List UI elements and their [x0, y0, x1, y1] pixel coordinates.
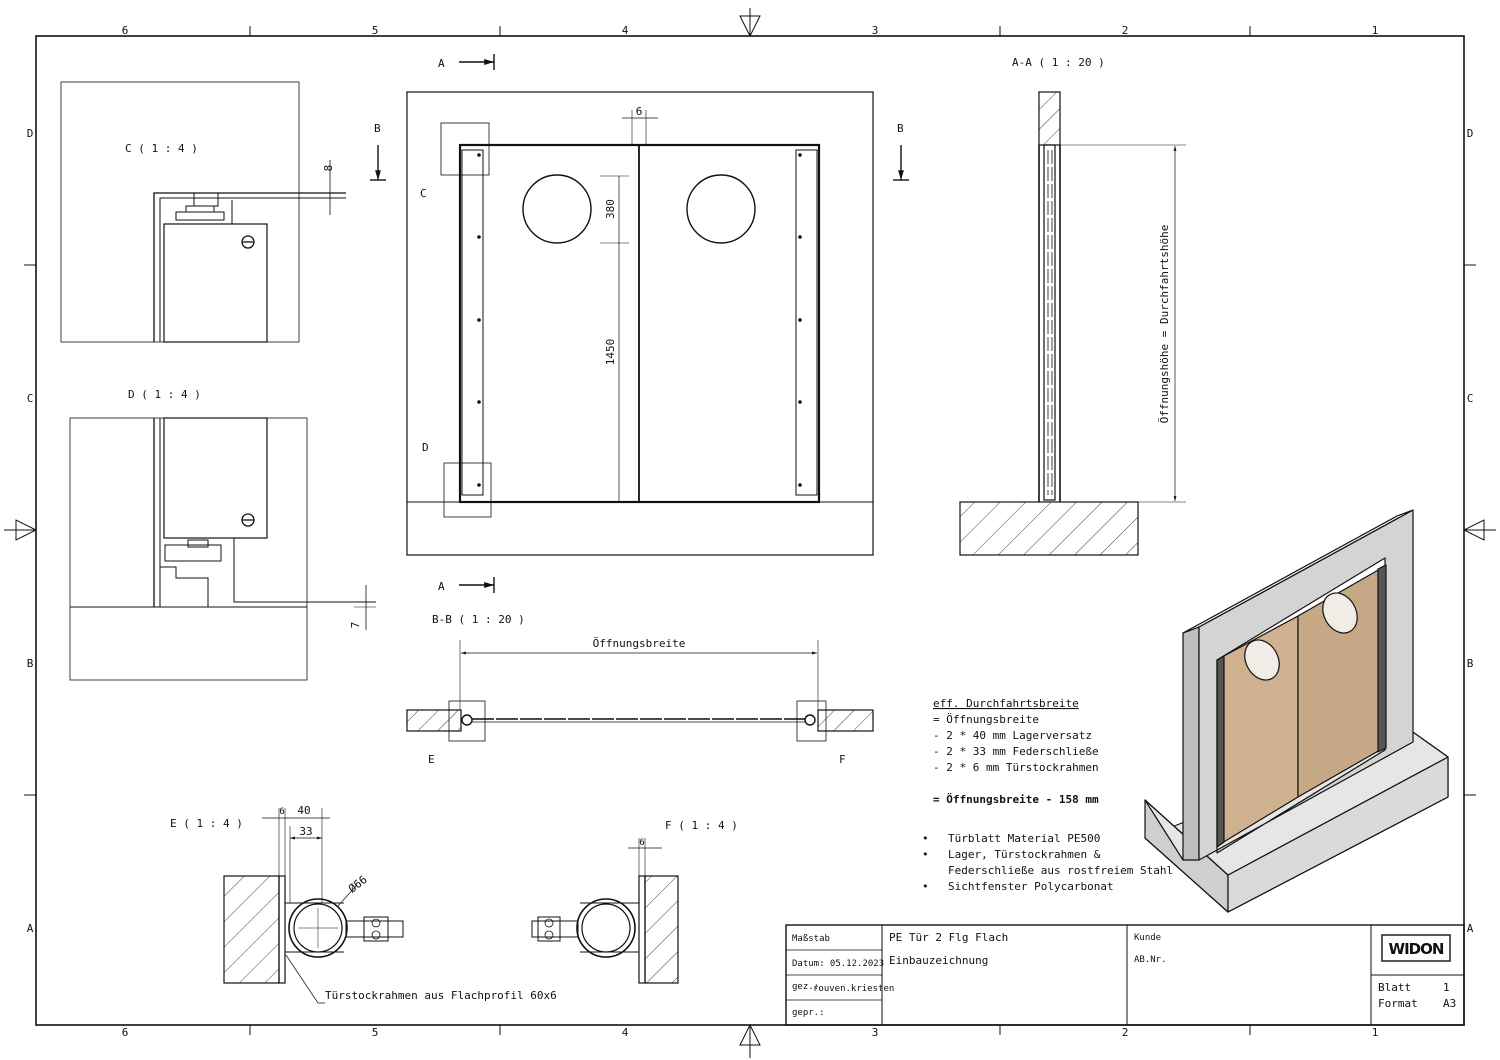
col-label: 2: [1122, 24, 1129, 37]
notes-result: = Öffnungsbreite - 158 mm: [933, 792, 1099, 806]
section-markers: [370, 54, 909, 593]
marker-a-top: A: [438, 57, 445, 70]
dim-window: 380: [604, 199, 617, 219]
notes-line: = Öffnungsbreite: [933, 713, 1039, 726]
col-label: 4: [622, 1026, 629, 1039]
detail-f-title: F ( 1 : 4 ): [665, 819, 738, 832]
dim-opening-height: Öffnungshöhe = Durchfahrtshöhe: [1158, 225, 1171, 424]
col-label: 1: [1372, 1026, 1379, 1039]
bullet-glyph: •: [922, 832, 929, 845]
col-label: 2: [1122, 1026, 1129, 1039]
col-label: 5: [372, 24, 379, 37]
front-view-bolts: [477, 153, 802, 487]
row-label: A: [1467, 922, 1474, 935]
dim-window-height: 1450: [604, 339, 617, 366]
notes-line: - 2 * 40 mm Lagerversatz: [933, 729, 1092, 742]
tb-sheet-label: Blatt: [1378, 981, 1411, 994]
dim-e-40: 40: [297, 804, 310, 817]
dim-e-diameter: Ø66: [346, 873, 370, 895]
row-label: D: [1467, 127, 1474, 140]
bullet-glyph: •: [922, 880, 929, 893]
dim-opening-width: Öffnungsbreite: [593, 637, 686, 650]
tb-drawn-label: gez.:: [792, 982, 819, 992]
tb-format-label: Format: [1378, 997, 1418, 1010]
notes-bullet: Lager, Türstockrahmen &: [948, 848, 1101, 861]
dim-e-33: 33: [299, 825, 312, 838]
notes-bullet: Sichtfenster Polycarbonat: [948, 880, 1114, 893]
company-logo: WIDON: [1381, 934, 1451, 962]
section-aa-view: [959, 91, 1186, 556]
tb-format-value: A3: [1443, 997, 1456, 1010]
notes-bullet: Türblatt Material PE500: [948, 832, 1100, 845]
row-label: A: [27, 922, 34, 935]
drawing-frame: [4, 8, 1496, 1058]
detail-f-view: [531, 838, 679, 984]
callout-e: E: [428, 753, 435, 766]
grid-column-labels: 6 5 4 3 2 1 6 5 4 3 2 1: [122, 24, 1379, 1039]
dim-frame-top: 6: [636, 105, 643, 118]
detail-c-view: [60, 81, 346, 343]
col-label: 5: [372, 1026, 379, 1039]
row-label: B: [27, 657, 34, 670]
col-label: 3: [872, 24, 879, 37]
front-view: [406, 91, 874, 556]
tb-subtitle: Einbauzeichnung: [889, 954, 988, 967]
callout-d: D: [422, 441, 429, 454]
detail-e-view: [223, 808, 404, 1004]
notes-line: - 2 * 6 mm Türstockrahmen: [933, 761, 1099, 774]
notes-bullet: Federschließe aus rostfreiem Stahl: [948, 864, 1173, 877]
notes-heading: eff. Durchfahrtsbreite: [933, 697, 1079, 710]
detail-e-title: E ( 1 : 4 ): [170, 817, 243, 830]
dim-d-gap: 7: [349, 622, 362, 629]
tb-title: PE Tür 2 Flg Flach: [889, 931, 1008, 944]
callout-c: C: [420, 187, 427, 200]
notes-line: - 2 * 33 mm Federschließe: [933, 745, 1099, 758]
tb-scale-label: Maßstab: [792, 934, 830, 944]
marker-a-bottom: A: [438, 580, 445, 593]
dim-c-gap: 8: [322, 165, 335, 172]
section-aa-title: A-A ( 1 : 20 ): [1012, 56, 1105, 69]
col-label: 3: [872, 1026, 879, 1039]
tb-customer: Kunde: [1134, 933, 1161, 943]
detail-d-view: [69, 417, 376, 681]
title-block: [785, 924, 1465, 1026]
row-label: B: [1467, 657, 1474, 670]
section-bb-view: [406, 640, 874, 742]
grid-row-labels: D C B A D C B A: [27, 127, 1474, 935]
row-label: D: [27, 127, 34, 140]
col-label: 6: [122, 1026, 129, 1039]
dim-f-6: 6: [639, 838, 644, 848]
tb-sheet-value: 1: [1443, 981, 1450, 994]
section-bb-title: B-B ( 1 : 20 ): [432, 613, 525, 626]
col-label: 6: [122, 24, 129, 37]
bullet-glyph: •: [922, 848, 929, 861]
col-label: 1: [1372, 24, 1379, 37]
row-label: C: [1467, 392, 1474, 405]
tb-date: Datum: 05.12.2023: [792, 959, 884, 969]
marker-b-left: B: [374, 122, 381, 135]
callout-f: F: [839, 753, 846, 766]
dim-e-6: 6: [279, 807, 284, 817]
tb-checked: gepr.:: [792, 1008, 825, 1018]
col-label: 4: [622, 24, 629, 37]
logo-text: WIDON: [1389, 940, 1444, 958]
detail-c-title: C ( 1 : 4 ): [125, 142, 198, 155]
row-label: C: [27, 392, 34, 405]
detail-d-title: D ( 1 : 4 ): [128, 388, 201, 401]
notes-block: eff. Durchfahrtsbreite = Öffnungsbreite …: [922, 697, 1173, 893]
tb-order: AB.Nr.: [1134, 955, 1167, 965]
marker-b-right: B: [897, 122, 904, 135]
isometric-view: [1144, 509, 1449, 913]
tb-drawn-by: rouven.kriesten: [813, 984, 894, 994]
flat-profile-note: Türstockrahmen aus Flachprofil 60x6: [325, 989, 557, 1002]
